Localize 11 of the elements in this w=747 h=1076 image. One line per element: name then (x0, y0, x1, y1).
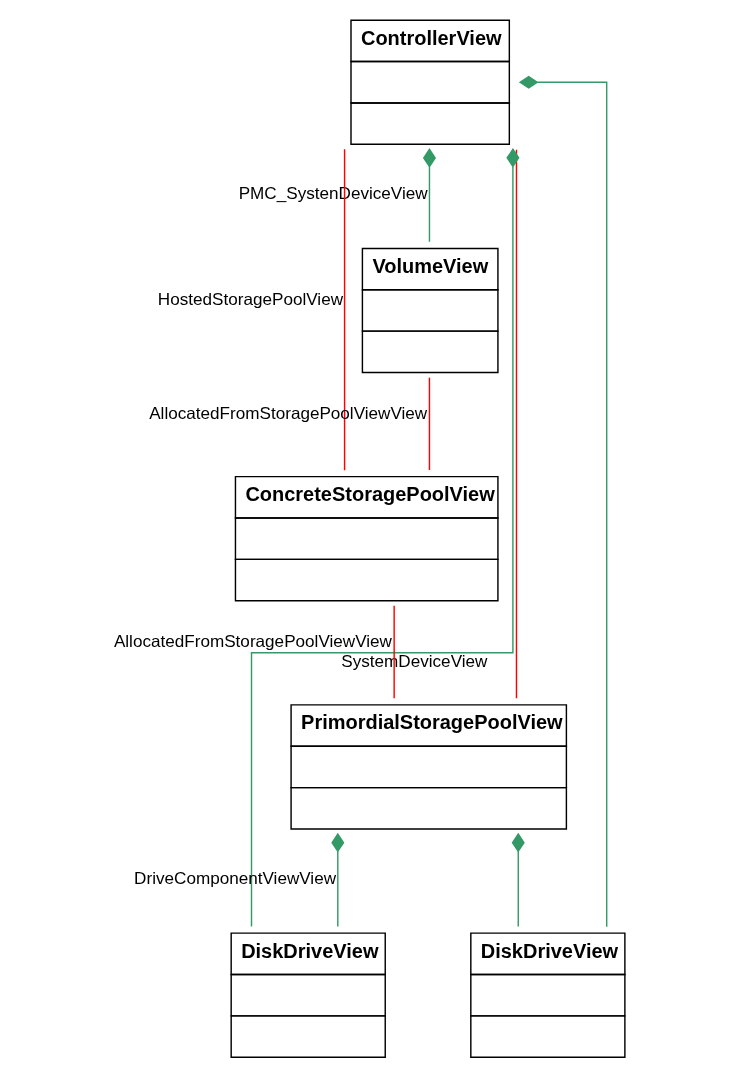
connector (518, 75, 607, 928)
connector (428, 376, 430, 471)
edge-label: HostedStoragePoolView (157, 289, 343, 309)
connector (330, 832, 344, 928)
connector (343, 148, 345, 471)
connector (250, 148, 519, 928)
connector (422, 148, 436, 243)
connector (511, 832, 525, 928)
connector (392, 605, 395, 699)
connector (515, 148, 517, 700)
edge-label: AllocatedFromStoragePoolViewView (113, 632, 392, 652)
